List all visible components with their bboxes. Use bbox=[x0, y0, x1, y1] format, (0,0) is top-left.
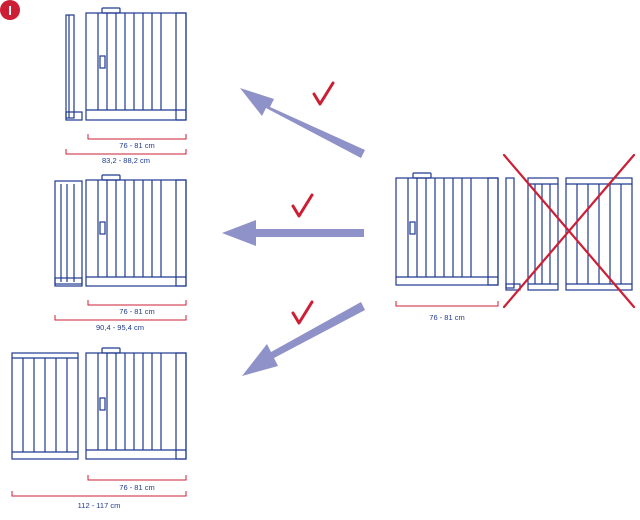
config-b bbox=[54, 174, 187, 287]
extension-small bbox=[65, 14, 83, 121]
arrow-to-config-b bbox=[222, 220, 364, 246]
extension-large bbox=[11, 352, 79, 460]
step-badge: I bbox=[0, 0, 20, 20]
crossed-extensions bbox=[505, 177, 633, 291]
gate-frame-a bbox=[85, 7, 187, 121]
base-gate bbox=[395, 172, 499, 286]
extension-medium bbox=[54, 180, 83, 287]
config-c bbox=[11, 347, 187, 460]
dimension-a bbox=[65, 134, 187, 155]
checkmark-icon bbox=[291, 193, 314, 218]
cross-icon bbox=[502, 153, 636, 309]
arrow-to-config-a bbox=[240, 88, 365, 158]
dimension-c bbox=[11, 475, 187, 497]
checkmark-icon bbox=[291, 300, 314, 325]
total-width-label-a: 83,2 - 88,2 cm bbox=[102, 156, 150, 165]
gate-width-label-base: 76 - 81 cm bbox=[429, 313, 464, 322]
checkmark-icon bbox=[312, 81, 335, 106]
gate-width-label-b: 76 - 81 cm bbox=[119, 307, 154, 316]
gate-width-label-a: 76 - 81 cm bbox=[119, 141, 154, 150]
gate-frame-c bbox=[85, 347, 187, 460]
config-a bbox=[65, 7, 187, 121]
arrow-to-config-c bbox=[242, 302, 365, 376]
total-width-label-c: 112 - 117 cm bbox=[78, 501, 121, 510]
dimension-b bbox=[54, 300, 187, 321]
gate-width-label-c: 76 - 81 cm bbox=[119, 483, 154, 492]
dimension-base bbox=[395, 301, 499, 307]
total-width-label-b: 90,4 - 95,4 cm bbox=[96, 323, 144, 332]
gate-frame-b bbox=[85, 174, 187, 287]
